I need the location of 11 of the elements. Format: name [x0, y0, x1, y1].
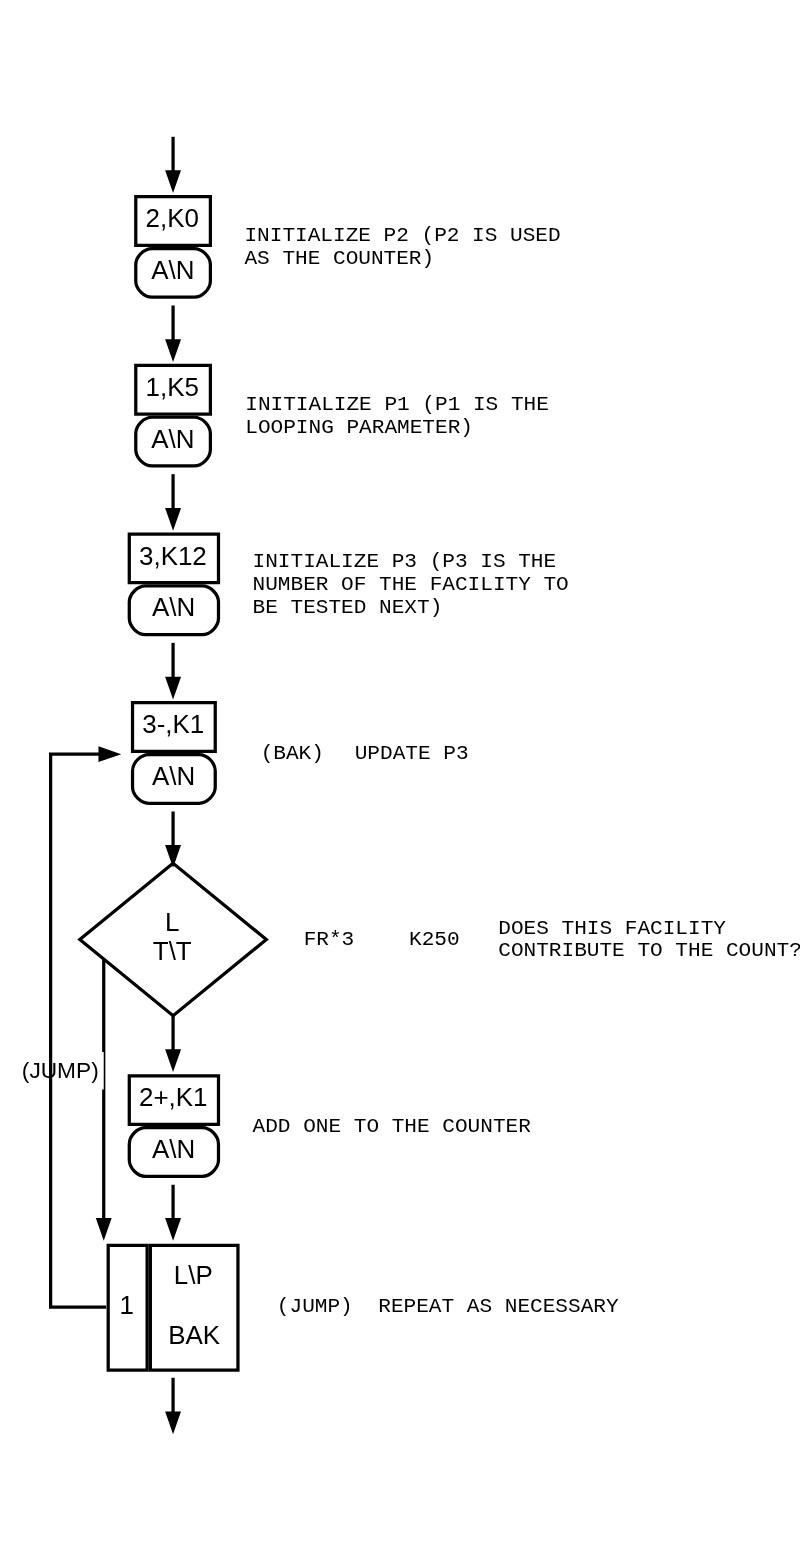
node-label: K250 — [409, 927, 460, 952]
node-label: (JUMP) — [276, 1294, 353, 1319]
node-label: ADD ONE TO THE COUNTER — [252, 1113, 531, 1138]
node-label: UPDATE P3 — [354, 740, 469, 765]
node-label: (BAK) — [260, 740, 324, 765]
node-label: DOES THIS FACILITY CONTRIBUTE TO THE COUNT? — [498, 915, 802, 963]
node-label: REPEAT AS NECESSARY — [378, 1294, 619, 1319]
node-label: INITIALIZE P2 (P2 IS USED AS THE COUNTER) — [244, 223, 561, 270]
node-label: INITIALIZE P3 (P3 IS THE NUMBER OF THE FACILITY TO BE TESTED NEXT) — [252, 549, 569, 619]
node-label: FR*3 — [303, 927, 355, 952]
node-label: INITIALIZE P1 (P1 IS THE LOOPING PARAMETER) — [245, 391, 549, 439]
